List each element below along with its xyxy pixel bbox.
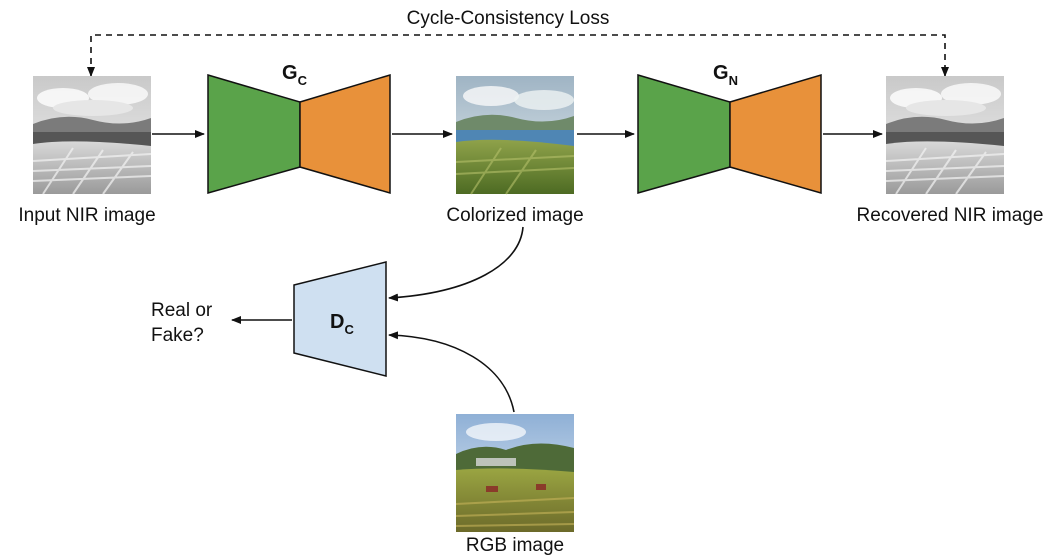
- dc-label: DC: [330, 311, 354, 337]
- gc-subscript: C: [298, 73, 308, 88]
- generator-gc: GC: [207, 62, 391, 194]
- output-line-1: Real or: [151, 300, 213, 321]
- input-nir-caption: Input NIR image: [18, 205, 155, 226]
- gn-subscript: N: [729, 73, 738, 88]
- gn-encoder: [637, 73, 731, 194]
- dc-name: D: [330, 311, 344, 333]
- discriminator-dc: DC: [293, 261, 387, 377]
- generator-gn: GN: [637, 62, 822, 194]
- cycle-consistency-label: Cycle-Consistency Loss: [407, 8, 610, 29]
- dc-trapezoid: [293, 261, 387, 377]
- input-nir-thumbnail: [32, 75, 152, 195]
- cycle-consistency-loop: [90, 34, 946, 75]
- recovered-nir-caption: Recovered NIR image: [857, 205, 1044, 226]
- recovered-nir-thumbnail: [885, 75, 1005, 195]
- dc-subscript: C: [344, 322, 354, 337]
- rgb-caption: RGB image: [466, 535, 564, 555]
- gc-decoder: [299, 73, 391, 194]
- gc-name: G: [282, 62, 298, 84]
- rgb-thumbnail: [455, 414, 575, 532]
- gc-label: GC: [282, 62, 308, 88]
- arrow-colorized-to-dc: [388, 226, 524, 302]
- arrow-rgb-to-dc: [388, 331, 515, 413]
- colorized-thumbnail: [455, 76, 575, 195]
- gn-decoder: [729, 73, 822, 194]
- colorized-caption: Colorized image: [446, 205, 583, 226]
- gn-name: G: [713, 62, 729, 84]
- output-line-2: Fake?: [151, 325, 204, 346]
- gn-label: GN: [713, 62, 738, 88]
- gc-encoder: [207, 73, 301, 194]
